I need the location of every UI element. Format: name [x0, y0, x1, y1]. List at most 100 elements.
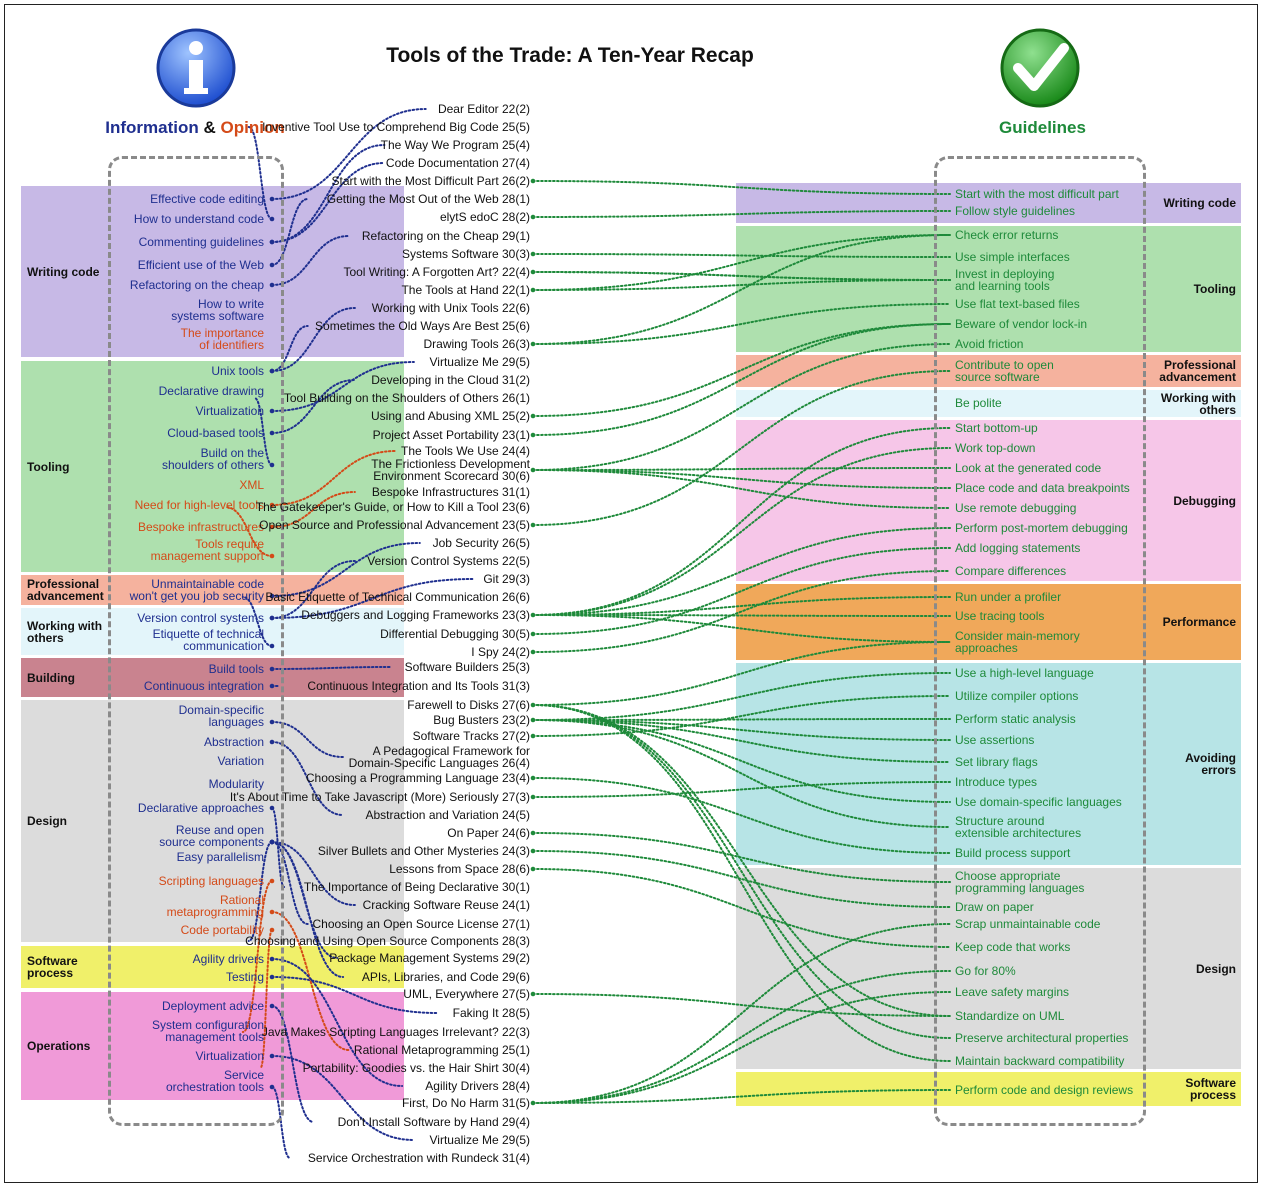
- left-item-label-line: Unmaintainable code: [151, 577, 264, 591]
- left-item-label-line: How to write: [197, 297, 264, 311]
- link-right: [532, 547, 951, 635]
- article-label: Silver Bullets and Other Mysteries 24(3): [318, 845, 530, 857]
- article-label-line: UML, Everywhere 27(5): [403, 987, 530, 1001]
- link-right: [532, 234, 951, 345]
- left-item-label-line: of identifiers: [199, 338, 264, 352]
- right-category-label-line: advancement: [1159, 370, 1236, 384]
- left-item-label-line: systems software: [171, 309, 264, 323]
- article-label-line: Debuggers and Logging Frameworks 23(3): [301, 608, 530, 622]
- article-label: Differential Debugging 30(5): [380, 628, 530, 640]
- link-left: [271, 958, 404, 1087]
- link-right: [532, 1089, 951, 1104]
- article-label: The Gatekeeper's Guide, or How to Kill a…: [256, 501, 530, 513]
- link-dot: [269, 878, 275, 884]
- left-item-label-line: Effective code editing: [150, 192, 264, 206]
- left-item-label-line: shoulders of others: [161, 458, 264, 472]
- guideline-label: Set library flags: [955, 756, 1038, 768]
- guideline-label-line: Use a high-level language: [955, 666, 1094, 680]
- link-dot: [269, 553, 275, 559]
- guideline-label-line: Utilize compiler options: [955, 689, 1079, 703]
- link-dot: [269, 927, 275, 933]
- article-label: Git 29(3): [483, 573, 530, 585]
- article-label-line: Virtualize Me 29(5): [429, 355, 531, 369]
- link-right: [532, 303, 951, 345]
- link-dot: [269, 683, 275, 689]
- guideline-label: Follow style guidelines: [955, 205, 1075, 217]
- link-dot: [530, 631, 536, 637]
- left-item-label: Abstraction: [204, 736, 264, 748]
- article-label: Job Security 26(5): [433, 537, 530, 549]
- article-label-line: Job Security 26(5): [432, 536, 530, 550]
- guideline-label-line: Preserve architectural properties: [955, 1031, 1129, 1045]
- left-band-2: [21, 575, 404, 605]
- guideline-label-line: Perform static analysis: [955, 712, 1076, 726]
- article-label-line: Open Source and Professional Advancement…: [259, 518, 530, 532]
- link-left: [271, 144, 386, 243]
- right-category-label: Performance: [1163, 616, 1236, 628]
- left-item-label: Bespoke infrastructures: [138, 521, 264, 533]
- article-label-line: The Tools We Use 24(4): [401, 444, 530, 458]
- link-left: [271, 361, 415, 412]
- left-item-label-line: Service: [223, 1068, 264, 1082]
- article-label: Virtualize Me 29(5): [430, 1134, 531, 1146]
- link-right: [532, 868, 951, 948]
- article-label: Java Makes Scripting Languages Irrelevan…: [262, 1026, 530, 1038]
- link-dot: [530, 251, 536, 257]
- right-category-label-line: Software: [1185, 1076, 1236, 1090]
- link-left: [271, 108, 427, 200]
- right-band-8: [736, 1072, 1241, 1106]
- link-dot: [269, 239, 275, 245]
- right-category-label-line: Tooling: [1193, 282, 1236, 296]
- link-dot: [530, 413, 536, 419]
- guideline-label-line: source software: [955, 370, 1040, 384]
- left-category-label: Operations: [27, 1040, 90, 1052]
- left-item-label-line: Unix tools: [211, 364, 264, 378]
- guideline-label-line: Leave safety margins: [955, 985, 1070, 999]
- article-label: Version Control Systems 22(5): [367, 555, 530, 567]
- left-item-label-line: Commenting guidelines: [138, 235, 264, 249]
- left-item-label-line: languages: [208, 715, 264, 729]
- left-item-label-line: communication: [183, 639, 264, 653]
- left-band-1: [21, 361, 404, 572]
- link-left: [271, 560, 356, 619]
- article-label-line: Software Builders 25(3): [404, 660, 530, 674]
- right-category-label-line: Performance: [1162, 615, 1236, 629]
- guideline-label: Leave safety margins: [955, 986, 1069, 998]
- figure-frame: [4, 4, 1258, 1183]
- left-item-label-line: management support: [150, 549, 264, 563]
- article-label: Farewell to Disks 27(6): [407, 699, 530, 711]
- guideline-label: Check error returns: [955, 229, 1058, 241]
- guideline-label-line: Place code and data breakpoints: [955, 481, 1130, 495]
- link-right: [532, 427, 951, 616]
- article-label: On Paper 24(6): [447, 827, 530, 839]
- guideline-label-line: Structure around: [955, 814, 1045, 828]
- right-band-3: [736, 390, 1241, 417]
- left-item-label: Declarative approaches: [138, 802, 264, 814]
- article-label-line: Refactoring on the Cheap 29(1): [361, 229, 530, 243]
- article-label: Systems Software 30(3): [402, 248, 530, 260]
- link-right: [532, 719, 951, 763]
- left-item-label-line: Efficient use of the Web: [137, 258, 264, 272]
- link-right: [532, 253, 951, 258]
- guideline-label: Look at the generated code: [955, 462, 1101, 474]
- article-label: Lessons from Space 28(6): [389, 863, 530, 875]
- guideline-label: Start bottom-up: [955, 422, 1038, 434]
- article-label-line: Code Documentation 27(4): [385, 156, 530, 170]
- article-label: Getting the Most Out of the Web 28(1): [327, 193, 530, 205]
- left-item-label: Unix tools: [211, 365, 264, 377]
- article-label: The Tools at Hand 22(1): [401, 284, 530, 296]
- link-dot: [269, 368, 275, 374]
- article-label-line: Inventive Tool Use to Comprehend Big Cod…: [262, 120, 530, 134]
- guideline-label-line: Maintain backward compatibility: [955, 1054, 1125, 1068]
- link-dot: [530, 775, 536, 781]
- info-icon: [156, 28, 236, 108]
- right-category-label-line: Working with: [1160, 390, 1236, 405]
- guideline-label: Draw on paper: [955, 901, 1034, 913]
